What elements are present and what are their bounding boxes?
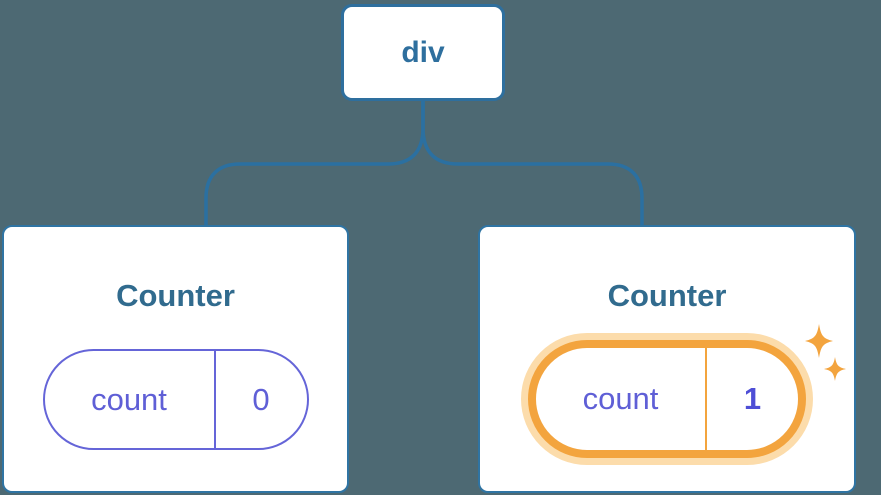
- component-title: Counter: [607, 278, 727, 313]
- connector-right-branch: [421, 101, 644, 226]
- counter-node-right: Counter count 1: [478, 225, 856, 493]
- state-pill-highlighted: count 1: [528, 340, 806, 459]
- root-node-label: div: [401, 35, 445, 69]
- connector-left-branch: [204, 101, 425, 226]
- state-pill: count 0: [42, 349, 309, 451]
- state-key: count: [91, 381, 167, 417]
- counter-node-left: Counter count 0: [2, 225, 349, 493]
- root-node-div: div: [341, 4, 505, 101]
- state-key: count: [582, 381, 659, 417]
- state-value: 1: [705, 348, 798, 451]
- state-value: 0: [213, 351, 307, 449]
- component-title: Counter: [116, 278, 235, 313]
